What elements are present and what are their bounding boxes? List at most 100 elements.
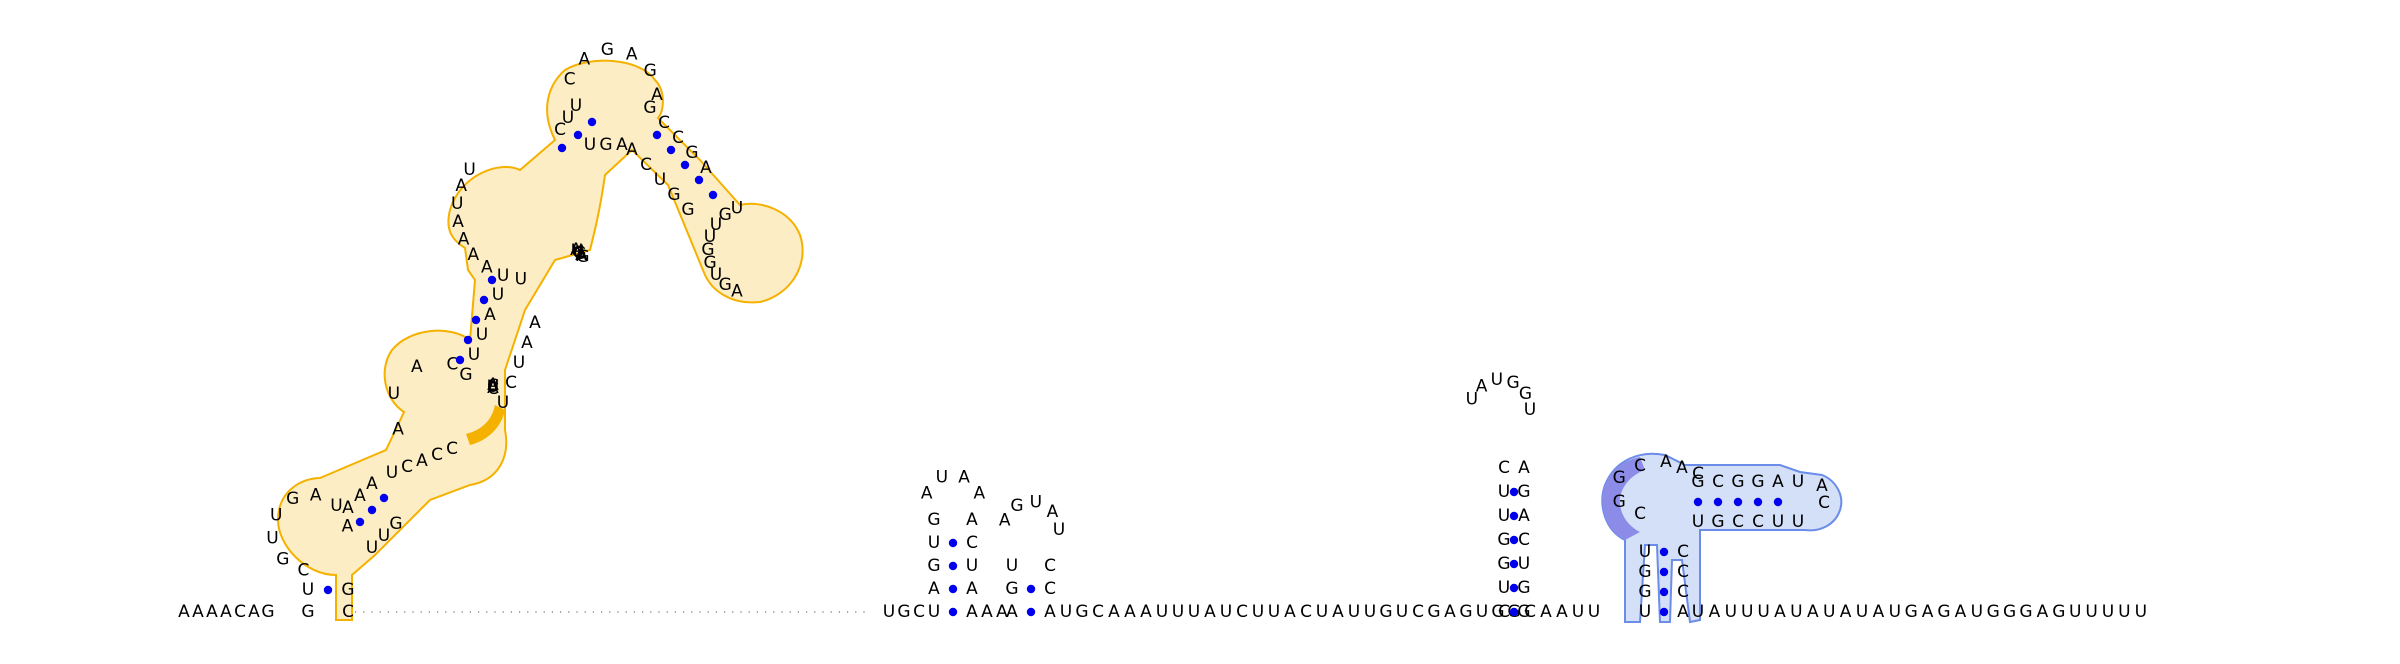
- interior-loop-nucleotide: A: [575, 245, 587, 265]
- hairpin-c-loop-nucleotide: U: [1491, 370, 1503, 390]
- linker-nucleotide: U: [1188, 602, 1200, 622]
- stem-nucleotide: U: [378, 526, 390, 546]
- hairpin-c-stem-nucleotide: G: [1517, 482, 1530, 502]
- hairpin-a-stem-nucleotide: A: [966, 602, 978, 622]
- branch-nucleotide: A: [626, 140, 638, 160]
- pseudoknot-nucleotide: U: [1792, 472, 1804, 492]
- stem-nucleotide: U: [562, 108, 574, 128]
- base-pair-dot: [680, 160, 690, 170]
- linker-nucleotide: C: [1300, 602, 1312, 622]
- base-pair-dot: [948, 561, 958, 571]
- stem-nucleotide: A: [529, 313, 541, 333]
- branch-nucleotide: G: [643, 98, 656, 118]
- stem-nucleotide: A: [521, 333, 533, 353]
- stem-nucleotide: A: [484, 305, 496, 325]
- hairpin-c-stem-nucleotide: U: [1518, 554, 1530, 574]
- branch-nucleotide: C: [640, 155, 652, 175]
- interior-loop-nucleotide: U: [572, 242, 584, 262]
- hairpin-c-stem-nucleotide: G: [1517, 578, 1530, 598]
- linker-nucleotide: U: [1396, 602, 1408, 622]
- blue-highlight-region: [1601, 452, 1843, 624]
- loop-nucleotide: A: [411, 357, 423, 377]
- stem-nucleotide: U: [487, 377, 499, 397]
- orange-outline: [276, 59, 804, 621]
- base-pair-dot: [1659, 587, 1669, 597]
- base-pair-dot: [323, 585, 333, 595]
- linker-nucleotide: U: [1364, 602, 1376, 622]
- hairpin-c-stem-nucleotide: A: [1518, 458, 1530, 478]
- branch-loop-nucleotide: U: [710, 215, 722, 235]
- linker-nucleotide: U: [1252, 602, 1264, 622]
- base-pair-dot: [694, 175, 704, 185]
- interior-loop-nucleotide: U: [451, 194, 463, 214]
- stem-nucleotide: G: [301, 602, 314, 622]
- stem-nucleotide: U: [513, 353, 525, 373]
- base-pair-dot: [355, 517, 365, 527]
- three-prime-nucleotide: G: [2019, 602, 2032, 622]
- base-pair-dot: [1509, 607, 1519, 617]
- interior-loop-nucleotide: U: [571, 241, 583, 261]
- stem-nucleotide: G: [389, 514, 402, 534]
- pseudoknot-nucleotide: U: [1639, 542, 1651, 562]
- base-pair-dot: [587, 117, 597, 127]
- branch-nucleotide: G: [667, 185, 680, 205]
- branch-nucleotide: G: [685, 143, 698, 163]
- three-prime-nucleotide: A: [1922, 602, 1934, 622]
- loop-nucleotide: C: [297, 560, 309, 580]
- five-prime-nucleotide: A: [192, 602, 204, 622]
- three-prime-nucleotide: G: [1905, 602, 1918, 622]
- hairpin-c-loop-nucleotide: G: [1507, 373, 1520, 393]
- pseudoknot-nucleotide: C: [1677, 562, 1689, 582]
- terminal-loop-nucleotide: A: [578, 50, 590, 70]
- hairpin-b-stem-nucleotide: C: [1044, 579, 1056, 599]
- branch-nucleotide: A: [700, 158, 712, 178]
- branch-loop-nucleotide: U: [704, 227, 716, 247]
- stem-nucleotide: U: [468, 345, 480, 365]
- three-prime-nucleotide: U: [1790, 602, 1802, 622]
- hairpin-b-stem-nucleotide: U: [1006, 556, 1018, 576]
- branch-loop-nucleotide: G: [719, 275, 732, 295]
- pseudoknot-nucleotide: G: [1638, 562, 1651, 582]
- pseudoknot-loop-nucleotide: G: [1613, 492, 1626, 512]
- interior-loop-nucleotide: A: [455, 176, 467, 196]
- hairpin-c-stem-nucleotide: G: [1497, 530, 1510, 550]
- three-prime-nucleotide: A: [1774, 602, 1786, 622]
- branch-loop-nucleotide: G: [719, 205, 732, 225]
- stem-nucleotide: C: [487, 379, 499, 399]
- three-prime-nucleotide: U: [2069, 602, 2081, 622]
- linker-nucleotide: A: [996, 602, 1008, 622]
- branch-nucleotide: G: [681, 200, 694, 220]
- base-pair-dot: [1659, 567, 1669, 577]
- base-pair-dot: [1509, 559, 1519, 569]
- pseudoknot-loop-nucleotide: C: [1634, 456, 1646, 476]
- terminal-loop-nucleotide: A: [626, 45, 638, 65]
- stem-nucleotide: A: [487, 375, 499, 395]
- hairpin-b-loop-nucleotide: A: [999, 510, 1011, 530]
- base-pair-dot: [1026, 584, 1036, 594]
- base-pair-dot: [463, 335, 473, 345]
- five-prime-nucleotide: A: [220, 602, 232, 622]
- linker-nucleotide: U: [1156, 602, 1168, 622]
- three-prime-nucleotide: A: [1709, 602, 1721, 622]
- base-pair-dot: [1659, 607, 1669, 617]
- base-pair-dot: [379, 493, 389, 503]
- five-prime-nucleotide: A: [248, 602, 260, 622]
- pseudoknot-nucleotide: C: [1712, 472, 1724, 492]
- pseudoknot-loop-nucleotide: G: [1613, 468, 1626, 488]
- pseudoknot-nucleotide: U: [1792, 512, 1804, 532]
- three-prime-nucleotide: U: [1692, 602, 1704, 622]
- three-prime-nucleotide: U: [1823, 602, 1835, 622]
- pseudoknot-loop-nucleotide: C: [1634, 504, 1646, 524]
- hairpin-c-stem-nucleotide: A: [1518, 506, 1530, 526]
- base-pair-dot: [1509, 487, 1519, 497]
- pseudoknot-nucleotide: G: [1751, 472, 1764, 492]
- hairpin-b-loop-nucleotide: U: [1053, 520, 1065, 540]
- stem-nucleotide: C: [505, 373, 517, 393]
- hairpin-c-stem-nucleotide: G: [1497, 554, 1510, 574]
- hairpin-c-stem-nucleotide: C: [1518, 530, 1530, 550]
- five-prime-nucleotide: A: [206, 602, 218, 622]
- pseudoknot-nucleotide: U: [1692, 512, 1704, 532]
- branch-loop-nucleotide: U: [731, 199, 743, 219]
- three-prime-nucleotide: U: [2118, 602, 2130, 622]
- base-pair-dot: [1733, 497, 1743, 507]
